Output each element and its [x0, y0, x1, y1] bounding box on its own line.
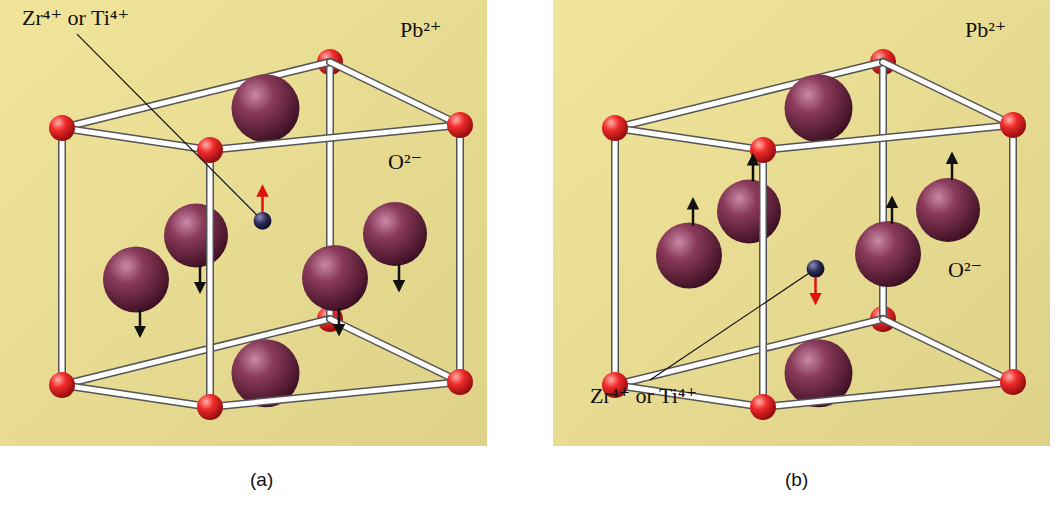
pb-ion [750, 394, 776, 420]
displacement-arrow [752, 156, 755, 182]
pb-ion [197, 394, 223, 420]
cell-edge [330, 319, 460, 382]
displacement-arrow [261, 187, 264, 212]
pb-ion [49, 115, 75, 141]
cell-edge [759, 150, 767, 407]
pb-ion [1000, 112, 1026, 138]
displacement-arrow [199, 266, 202, 292]
cell-edge [330, 319, 460, 382]
ion-label: Zr⁴⁺ or Ti⁴⁺ [590, 384, 697, 408]
leader-line [77, 34, 257, 215]
cell-edge [330, 62, 460, 125]
cell-edge [62, 128, 210, 150]
pb-ion [602, 115, 628, 141]
pb-ion [1000, 369, 1026, 395]
displacement-arrow [814, 278, 817, 303]
cell-edge [208, 150, 213, 407]
panel-label: (b) [785, 470, 808, 491]
cell-edge [62, 128, 210, 150]
cell-edge [58, 128, 66, 385]
cell-edge [763, 125, 1013, 150]
ti-zr-ion [807, 260, 825, 278]
ion-label: Pb²⁺ [400, 18, 441, 42]
cell-edge [883, 319, 1013, 382]
o-ion [855, 221, 921, 287]
cell-edge [62, 385, 210, 407]
pb-ion [447, 112, 473, 138]
cell-edge [611, 128, 619, 385]
displacement-arrow [338, 308, 341, 334]
cell-edge [883, 62, 1013, 125]
o-ion [785, 74, 853, 142]
cell-edge [761, 150, 766, 407]
o-ion [232, 74, 300, 142]
panel-ground [553, 0, 1050, 446]
cell-edge [615, 128, 763, 150]
cell-edge [883, 62, 1013, 125]
cell-edge [456, 125, 464, 382]
o-ion [916, 178, 980, 242]
cell-edge [62, 385, 210, 407]
cell-edge [1009, 125, 1017, 382]
displacement-arrow [891, 198, 894, 224]
displacement-arrow [139, 310, 142, 336]
panel-ground [0, 0, 487, 446]
cell-edge [763, 382, 1013, 407]
cell-edge [615, 128, 763, 150]
pb-ion [49, 372, 75, 398]
o-ion [164, 204, 228, 268]
cell-edge [458, 125, 463, 382]
o-ion [302, 245, 368, 311]
cell-edge [210, 125, 460, 150]
cell-edge [210, 382, 460, 407]
ion-label: Zr⁴⁺ or Ti⁴⁺ [22, 6, 129, 30]
leader-line [650, 273, 809, 380]
cell-edge [206, 150, 214, 407]
pb-ion [447, 369, 473, 395]
displacement-arrow [398, 264, 401, 290]
ion-label: O²⁻ [948, 258, 982, 282]
unit-cell [49, 49, 473, 420]
cell-edge [210, 125, 460, 150]
o-ion [103, 247, 169, 313]
displacement-arrow [951, 154, 954, 180]
cell-edge [613, 128, 618, 385]
panel-label: (a) [250, 470, 273, 491]
ion-label: Pb²⁺ [965, 18, 1006, 42]
cell-edge [60, 128, 65, 385]
unit-cell [602, 49, 1026, 420]
cell-edge [883, 319, 1013, 382]
cell-edge [763, 125, 1013, 150]
o-ion [656, 223, 722, 289]
cell-edge [330, 62, 460, 125]
ion-label: O²⁻ [388, 150, 422, 174]
displacement-arrow [692, 200, 695, 226]
cell-edge [763, 382, 1013, 407]
cell-edge [210, 382, 460, 407]
o-ion [363, 202, 427, 266]
o-ion [717, 180, 781, 244]
cell-edge [1011, 125, 1016, 382]
